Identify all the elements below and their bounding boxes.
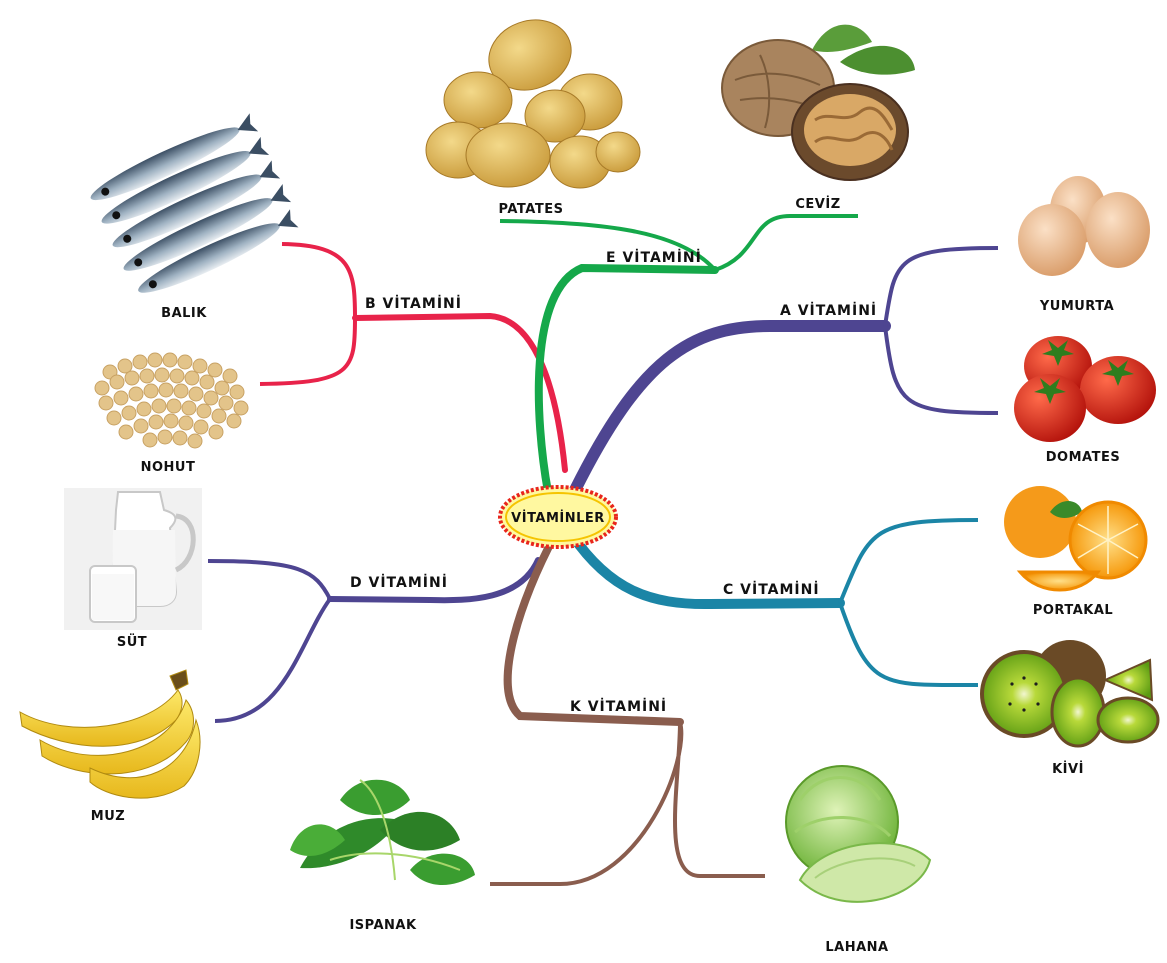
cabbage-icon [785,765,932,903]
tomato-icon [1014,336,1156,442]
item-label-sut: SÜT [117,634,147,650]
branch-e-connector-ceviz [714,214,858,272]
branch-b [259,242,568,473]
branch-d-connector-muz [214,597,332,723]
branch-k-trunk [503,531,684,726]
potato-icon [425,19,641,189]
item-label-balik: BALIK [161,306,207,321]
item-label-lahana: LAHANA [825,940,888,955]
branch-c-trunk [567,530,845,610]
item-label-ispanak: ISPANAK [349,918,417,933]
orange-icon [1004,486,1148,592]
walnut-icon [721,24,915,181]
center-node: VİTAMİNLER [498,485,618,549]
branch-a [569,246,999,496]
branch-k-connector-lahana [673,721,765,878]
item-label-nohut: NOHUT [141,460,196,475]
branch-e-trunk [534,263,719,496]
branch-c-connector-portakal [838,518,979,604]
branch-b-connector-balik [281,242,357,319]
branch-c [567,518,979,688]
branch-e-connector-patates [499,219,717,272]
branch-d-label: D VİTAMİNİ [350,574,448,591]
item-label-portakal: PORTAKAL [1033,603,1113,618]
milk-icon [64,488,202,630]
fish-icon [90,113,299,293]
branch-k [490,531,765,886]
item-label-patates: PATATES [499,202,564,217]
branch-d [207,557,541,723]
branch-a-trunk [569,320,891,496]
banana-icon [19,669,201,799]
item-label-domates: DOMATES [1046,450,1120,465]
branch-e-label: E VİTAMİNİ [606,249,702,266]
branch-d-connector-sut [207,559,332,600]
item-label-ceviz: CEVİZ [795,196,840,212]
branch-b-label: B VİTAMİNİ [365,295,462,312]
branch-k-connector-ispanak [490,721,684,886]
branch-k-label: K VİTAMİNİ [570,698,667,715]
branch-c-connector-kivi [838,602,979,688]
chickpea-icon [94,352,249,449]
spinach-icon [290,779,475,886]
kiwi-icon [980,640,1160,748]
branch-a-connector-domates [883,325,999,415]
branch-c-label: C VİTAMİNİ [723,581,820,598]
branch-b-connector-nohut [259,317,357,386]
item-label-muz: MUZ [91,809,125,824]
branch-e [499,214,858,496]
egg-icon [1018,176,1150,276]
item-label-kivi: KİVİ [1052,761,1084,777]
center-cloud [498,485,618,549]
branch-d-trunk [327,557,541,604]
branch-a-label: A VİTAMİNİ [780,302,877,319]
item-label-yumurta: YUMURTA [1039,299,1114,314]
center-cloud-inner [505,492,611,542]
branch-a-connector-yumurta [883,246,999,327]
branch-b-trunk [352,312,568,473]
center-label: VİTAMİNLER [511,510,605,526]
